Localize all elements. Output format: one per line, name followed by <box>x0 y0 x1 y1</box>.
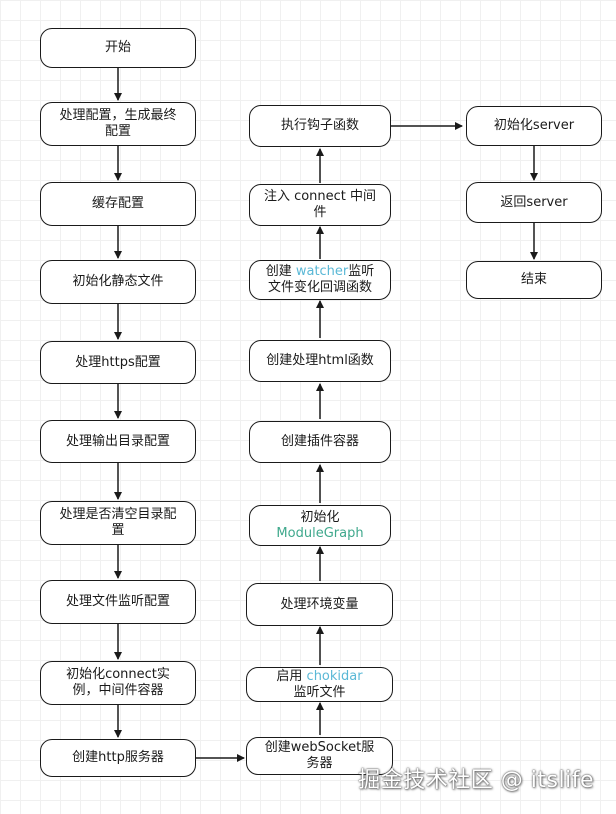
node-chokidar-line2: 监听文件 <box>293 684 346 700</box>
node-http-server: 创建http服务器 <box>40 739 196 777</box>
node-inject-connect-line1: 注入 connect 中间 <box>263 189 377 204</box>
node-cache-config-label: 缓存配置 <box>91 196 144 211</box>
node-cache-config: 缓存配置 <box>40 182 196 226</box>
node-process-config-line1: 处理配置，生成最终 <box>59 108 177 123</box>
node-hooks-label: 执行钩子函数 <box>280 118 359 133</box>
node-env-label: 处理环境变量 <box>280 596 359 612</box>
node-return-server: 返回server <box>466 182 602 223</box>
node-init-server: 初始化server <box>466 106 602 146</box>
node-http-server-label: 创建http服务器 <box>72 750 164 765</box>
module-graph-highlight: ModuleGraph <box>276 525 364 541</box>
node-inject-connect-line2: 件 <box>313 205 327 220</box>
watcher-suffix: 监听 <box>348 264 375 279</box>
watermark: 掘金技术社区 @ itslife <box>358 768 594 793</box>
node-clear-dir-line2: 置 <box>111 523 125 538</box>
watcher-prefix: 创建 <box>265 264 296 279</box>
node-output-dir-label: 处理输出目录配置 <box>65 433 170 449</box>
node-websocket-line1: 创建webSocket服 <box>264 740 375 755</box>
node-clear-dir-line1: 处理是否清空目录配 <box>59 507 177 522</box>
node-watcher-line1: 创建 watcher监听 <box>266 264 375 280</box>
node-init-static: 初始化静态文件 <box>40 260 196 304</box>
node-inject-connect: 注入 connect 中间 件 <box>249 184 391 226</box>
node-hooks: 执行钩子函数 <box>249 105 391 147</box>
node-init-static-label: 初始化静态文件 <box>72 274 164 289</box>
node-output-dir: 处理输出目录配置 <box>40 420 196 463</box>
node-module-graph-line1: 初始化 <box>300 509 340 525</box>
node-process-config-line2: 配置 <box>104 124 131 139</box>
node-file-watch-label: 处理文件监听配置 <box>65 594 170 609</box>
node-plugin-container: 创建插件容器 <box>249 421 391 463</box>
node-init-connect-line2: 例，中间件容器 <box>72 683 164 698</box>
node-start: 开始 <box>40 28 196 68</box>
node-init-server-label: 初始化server <box>493 118 575 133</box>
node-html-fn-label: 创建处理html函数 <box>266 353 374 368</box>
node-html-fn: 创建处理html函数 <box>249 340 391 382</box>
chokidar-highlight: chokidar <box>306 668 363 684</box>
watcher-highlight: watcher <box>295 264 349 279</box>
node-chokidar-line1: 启用 chokidar <box>276 669 362 685</box>
node-init-connect: 初始化connect实 例，中间件容器 <box>40 661 196 705</box>
node-watcher-line2: 文件变化回调函数 <box>267 280 372 295</box>
node-clear-dir: 处理是否清空目录配 置 <box>40 501 196 545</box>
node-module-graph: 初始化 ModuleGraph <box>249 505 391 546</box>
node-process-config: 处理配置，生成最终 配置 <box>40 102 196 146</box>
node-websocket-line2: 务器 <box>306 756 333 771</box>
node-end: 结束 <box>466 261 602 299</box>
node-env: 处理环境变量 <box>246 583 393 626</box>
node-init-connect-line1: 初始化connect实 <box>66 667 170 682</box>
node-https-config: 处理https配置 <box>40 341 196 384</box>
node-start-label: 开始 <box>104 40 131 55</box>
node-watcher: 创建 watcher监听 文件变化回调函数 <box>249 260 391 300</box>
node-websocket: 创建webSocket服 务器 <box>246 737 393 775</box>
node-https-config-label: 处理https配置 <box>75 354 161 370</box>
node-chokidar: 启用 chokidar 监听文件 <box>246 667 393 702</box>
node-plugin-container-label: 创建插件容器 <box>280 434 359 449</box>
node-return-server-label: 返回server <box>500 194 568 210</box>
node-end-label: 结束 <box>520 272 547 287</box>
chokidar-prefix: 启用 <box>276 668 307 684</box>
node-file-watch: 处理文件监听配置 <box>40 580 196 624</box>
